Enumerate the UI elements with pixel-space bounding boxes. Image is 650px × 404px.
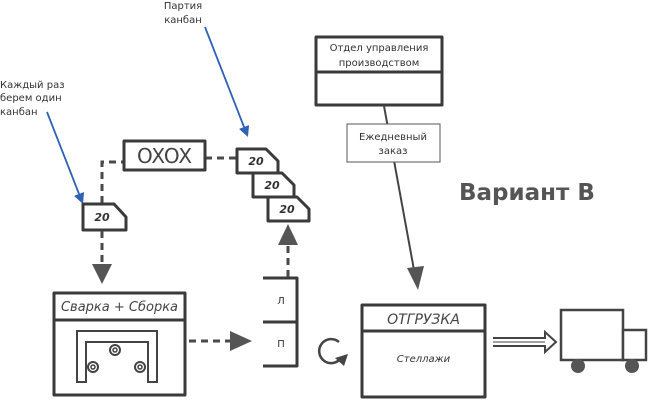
arrow-down-icon [407,266,424,290]
annotation-arrow [204,26,250,138]
svg-text:OXOX: OXOX [137,144,192,168]
refresh-icon [318,337,348,366]
svg-text:П: П [277,339,285,350]
truck-icon [559,308,648,373]
svg-text:ОТГРУЗКА: ОТГРУЗКА [387,312,460,328]
annotation-arrow [46,111,85,205]
fixture-icon [76,330,158,383]
svg-text:канбан: канбан [0,107,38,118]
variant-title: Вариант В [459,180,595,206]
svg-text:20: 20 [94,211,110,224]
signal-post-oxox: OXOX [122,139,207,172]
kanban-card: 20 [266,195,311,223]
svg-text:20: 20 [279,203,295,216]
svg-text:заказ: заказ [379,146,408,157]
svg-text:Сварка + Сборка: Сварка + Сборка [61,300,178,315]
svg-text:Каждый раз: Каждый раз [0,80,65,91]
svg-text:канбан: канбан [164,15,202,26]
supermarket: Л П [263,276,299,368]
svg-text:производством: производством [339,58,420,69]
shipping-box: ОТГРУЗКА Стеллажи [360,303,487,399]
svg-text:20: 20 [248,155,264,168]
svg-text:Ежедневный: Ежедневный [359,132,427,143]
shipment-arrow-icon [493,329,558,355]
process-box-welding-assembly: Сварка + Сборка [52,291,187,397]
svg-text:20: 20 [264,179,280,192]
production-control-box: Отдел управления производством [314,35,444,107]
arrow-down-icon [92,264,112,284]
daily-order-label: Ежедневный заказ [346,123,441,163]
svg-text:берем один: берем один [0,93,62,104]
annotation-batch-kanban: Партия канбан [164,1,250,138]
svg-text:Отдел управления: Отдел управления [330,43,429,54]
push-arrow-icon [230,331,252,351]
svg-text:Партия: Партия [164,1,202,12]
arrow-up-icon [278,224,298,245]
kanban-loop-line [100,160,124,203]
annotation-take-one: Каждый раз берем один канбан [0,80,85,205]
kanban-card: 20 [251,171,296,199]
kanban-card: 20 [81,202,128,232]
svg-text:Стеллажи: Стеллажи [397,354,451,365]
svg-text:Л: Л [277,296,285,307]
kanban-card: 20 [235,147,280,175]
